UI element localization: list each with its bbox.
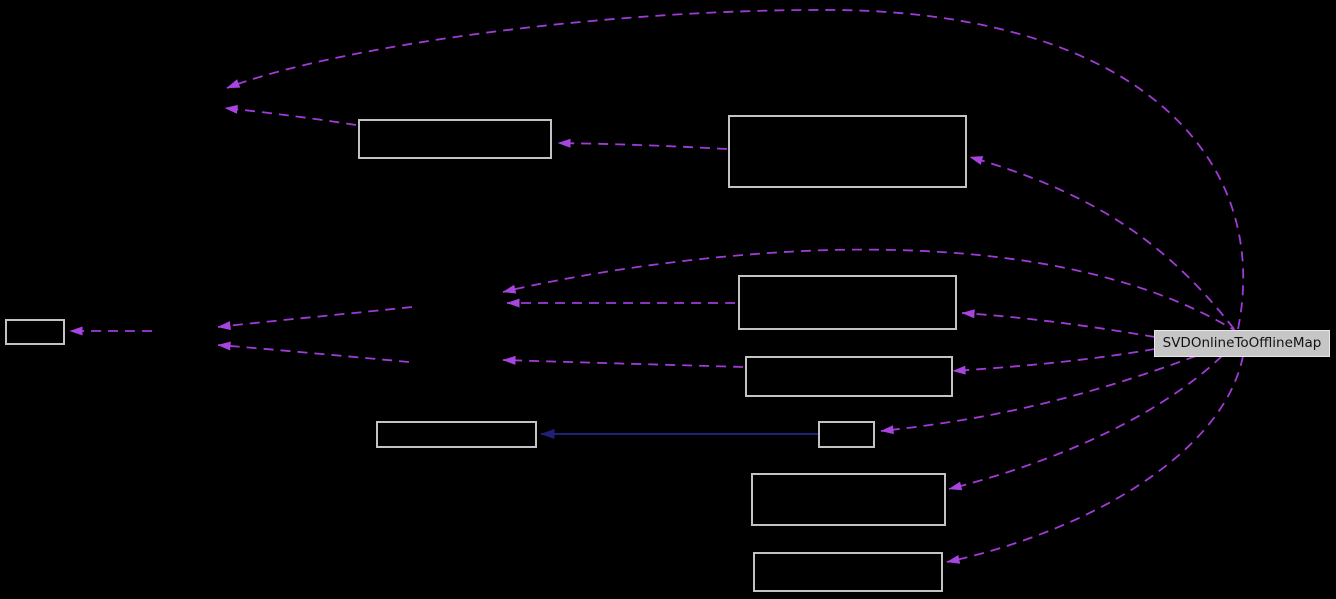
- class-box-top-right[interactable]: [728, 115, 967, 188]
- class-box-bottom-1[interactable]: [751, 473, 946, 526]
- edge-midleft-lower: [217, 341, 410, 363]
- class-box-bottom-2[interactable]: [753, 552, 943, 592]
- class-box-far-left[interactable]: [5, 319, 65, 345]
- edge-midleft-upper: [217, 306, 413, 331]
- class-box-mid-1[interactable]: [738, 275, 957, 330]
- edge-box-mid-2-to-left: [502, 355, 744, 368]
- edge-main-to-box-bottom-1: [948, 355, 1223, 491]
- main-node-svdonlinetoofflinemap[interactable]: SVDOnlineToOfflineMap: [1154, 330, 1330, 357]
- edge-main-to-box-bottom-2: [946, 355, 1244, 564]
- edge-main-to-box-mid-1: [961, 309, 1156, 338]
- edge-main-to-box-top-right: [969, 156, 1235, 330]
- class-box-top-left[interactable]: [358, 119, 552, 159]
- class-box-left-wide[interactable]: [376, 421, 537, 448]
- edge-main-to-box-mid-2: [952, 348, 1156, 375]
- class-box-small[interactable]: [818, 421, 875, 448]
- edge-box-top-left-to-topleft: [224, 104, 357, 126]
- class-box-mid-2[interactable]: [745, 356, 953, 397]
- edge-box-top-right-to-box-top-left: [557, 138, 728, 150]
